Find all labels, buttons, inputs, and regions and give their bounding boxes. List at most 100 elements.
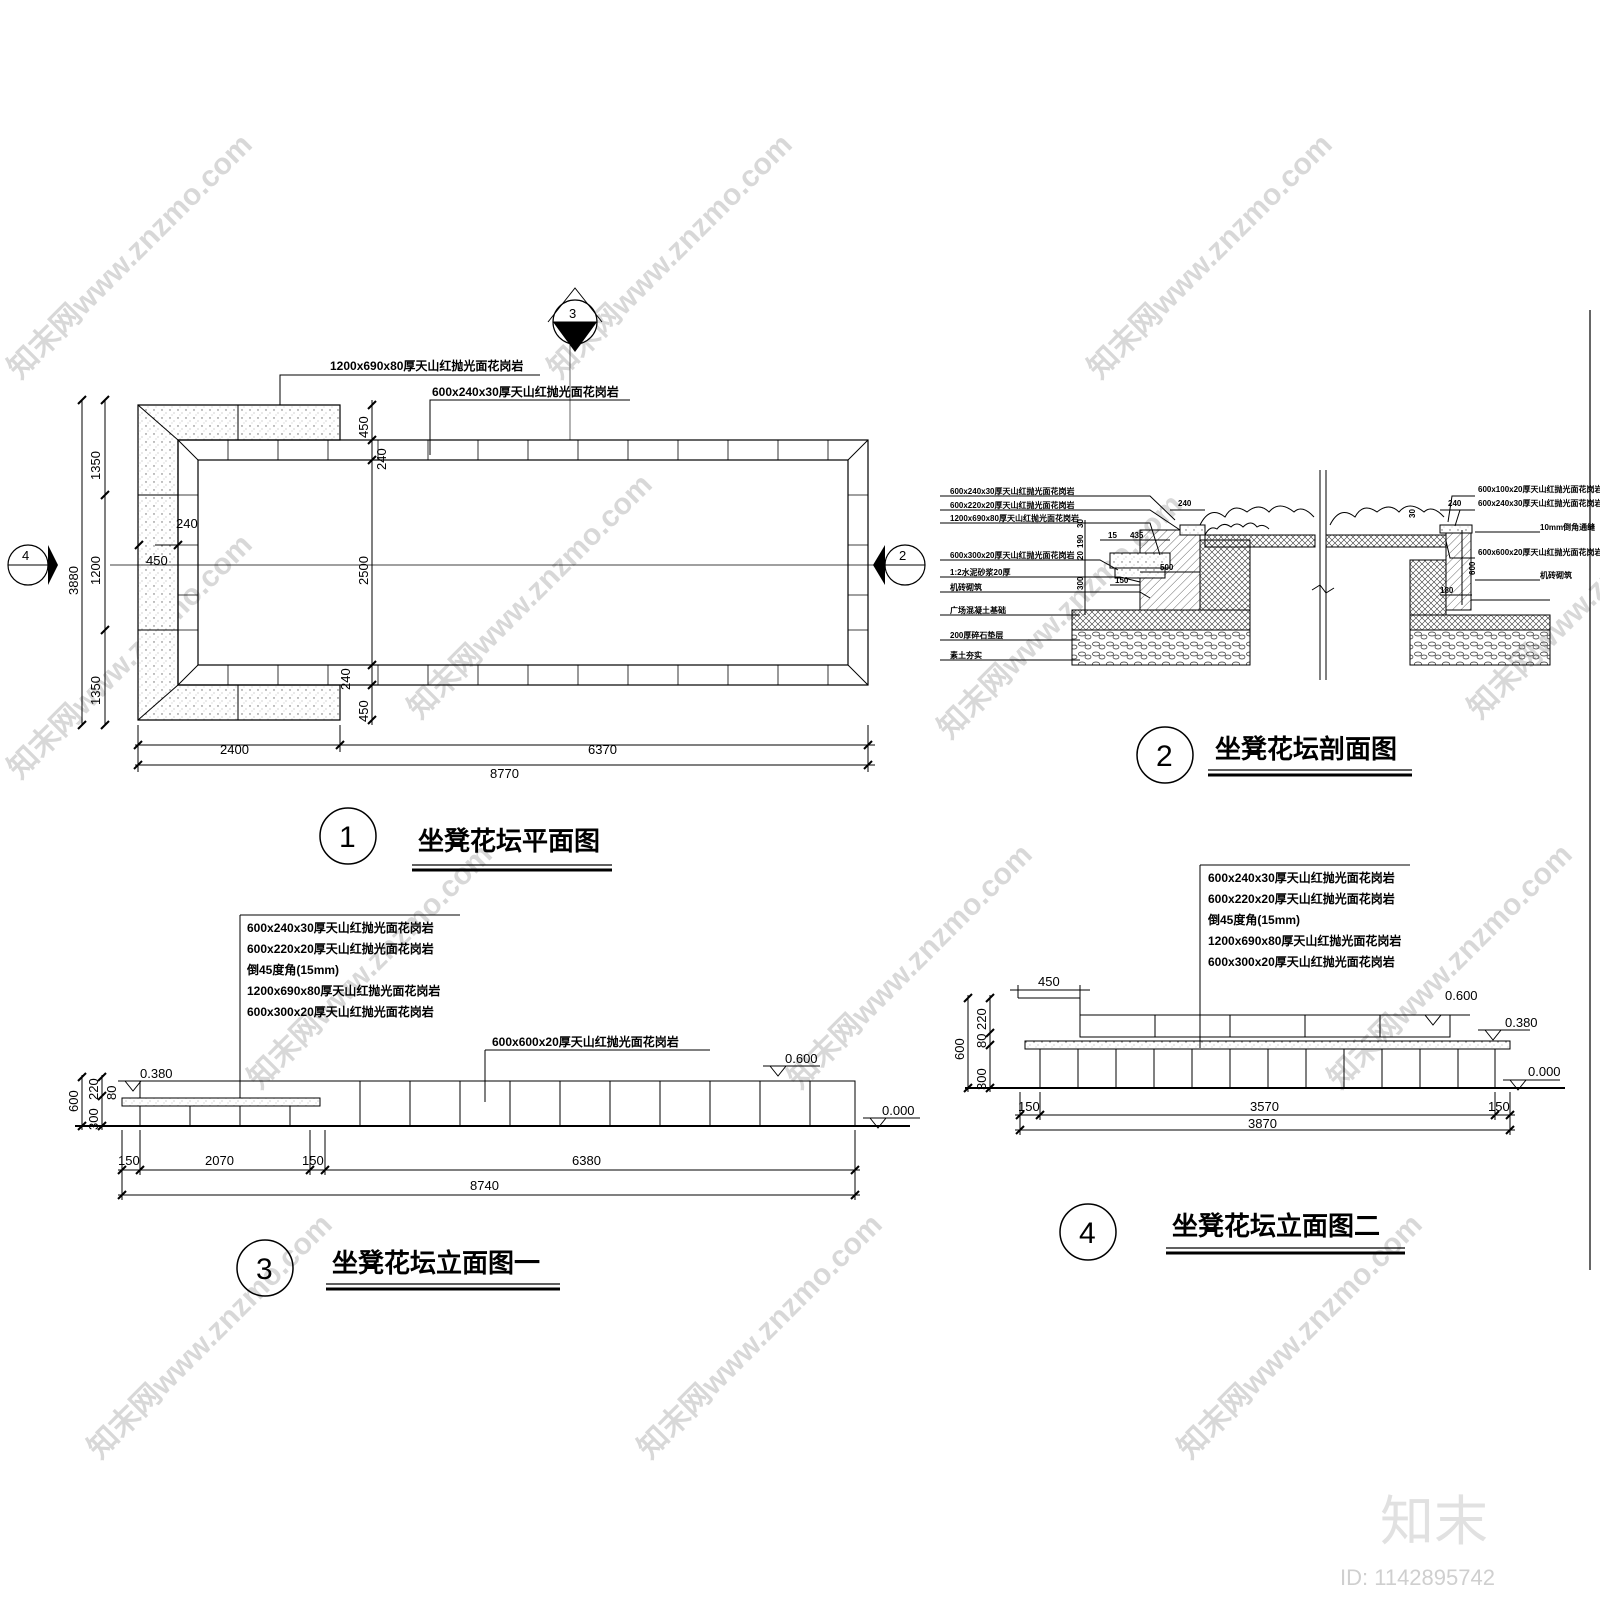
elev1-note-wall: 600x600x20厚天山红抛光面花岗岩	[492, 1034, 679, 1049]
elev1-level-ground: 0.000	[882, 1103, 915, 1118]
plan-dim-bottom-b: 6370	[588, 742, 617, 757]
section-marker-4: 4	[7, 544, 58, 586]
section-note: 600x220x20厚天山红抛光面花岗岩	[950, 500, 1075, 510]
plan-dim-bottom-a: 2400	[220, 742, 249, 757]
elev2-level-seat: 0.380	[1505, 1015, 1538, 1030]
plan-dim-inner-240: 240	[176, 516, 198, 531]
section-notes-left: 600x240x30厚天山红抛光面花岗岩 600x220x20厚天山红抛光面花岗…	[950, 486, 1079, 660]
section-dim: 150	[1115, 576, 1129, 585]
section-dim: 15	[1108, 531, 1117, 540]
section-dim: 600	[1468, 561, 1477, 575]
elevation-2-notes: 600x240x30厚天山红抛光面花岗岩 600x220x20厚天山红抛光面花岗…	[952, 870, 1561, 1131]
plan-title-block: 1 坐凳花坛平面图	[319, 807, 612, 872]
section-dim: 435	[1130, 531, 1144, 540]
elev2-dim-220: 220	[974, 1008, 989, 1030]
elev1-note: 1200x690x80厚天山红抛光面花岗岩	[247, 983, 440, 998]
section-note: 600x240x30厚天山红抛光面花岗岩	[1478, 498, 1600, 508]
plan-dim-bottom-total: 8770	[490, 766, 519, 781]
elev1-dim-150b: 150	[302, 1153, 324, 1168]
plan-dim-inner-450: 450	[146, 553, 168, 568]
elev1-dim-6380: 6380	[572, 1153, 601, 1168]
elev1-dim-2070: 2070	[205, 1153, 234, 1168]
section-note: 1:2水泥砂浆20厚	[950, 567, 1010, 577]
section-dim: 300	[1076, 576, 1085, 590]
watermark-text: 知末网www.znzmo.com	[542, 128, 799, 385]
elevation-1-view	[75, 914, 920, 1200]
section-dim: 500	[1160, 563, 1174, 572]
elev1-note: 倒45度角(15mm)	[246, 962, 339, 977]
elev2-dim-450: 450	[1038, 974, 1060, 989]
section-title-block: 2 坐凳花坛剖面图	[1136, 726, 1412, 784]
elev2-dim-80: 80	[974, 1034, 989, 1048]
elev2-note: 1200x690x80厚天山红抛光面花岗岩	[1208, 933, 1401, 948]
section-dim: 190	[1076, 534, 1085, 548]
plan-dim-left-a: 1350	[88, 451, 103, 480]
plan-dim-center-2500: 2500	[356, 556, 371, 585]
section-marker-3-label: 3	[569, 306, 576, 321]
plan-dim-left-b: 1200	[88, 556, 103, 585]
section-note: 机砖砌筑	[950, 582, 982, 592]
watermark-text: 知末网www.znzmo.com	[782, 838, 1039, 1095]
section-dim: 20	[1076, 551, 1085, 560]
elev2-level-ground: 0.000	[1528, 1064, 1561, 1079]
plan-dim-left-total: 3880	[66, 566, 81, 595]
image-id: ID: 1142895742	[1340, 1565, 1495, 1590]
watermark-text: 知末网www.znzmo.com	[1172, 1208, 1429, 1465]
section-note: 10mm倒角通缝	[1540, 522, 1595, 532]
elev2-level-top: 0.600	[1445, 988, 1478, 1003]
elev1-dim-150a: 150	[118, 1153, 140, 1168]
section-note: 600x100x20厚天山红抛光面花岗岩	[1478, 484, 1600, 494]
section-marker-2-label: 2	[899, 548, 906, 563]
elev1-note: 600x300x20厚天山红抛光面花岗岩	[247, 1004, 434, 1019]
section-dim: 240	[1178, 499, 1192, 508]
elev2-title-number: 4	[1079, 1217, 1096, 1250]
elev1-note: 600x240x30厚天山红抛光面花岗岩	[247, 920, 434, 935]
plan-dim-right-450-bottom: 450	[356, 700, 371, 722]
section-dim: 240	[1448, 499, 1462, 508]
watermark-text: 知末网www.znzmo.com	[402, 468, 659, 725]
elevation-1-title-block: 3 坐凳花坛立面图一	[236, 1239, 560, 1297]
elev2-dim-300: 300	[974, 1068, 989, 1090]
section-view	[940, 470, 1551, 680]
section-note: 机砖砌筑	[1540, 570, 1572, 580]
watermark-text: 知末网www.znzmo.com	[2, 128, 259, 385]
elev2-note: 600x220x20厚天山红抛光面花岗岩	[1208, 891, 1395, 906]
section-note: 600x600x20厚天山红抛光面花岗岩	[1478, 547, 1600, 557]
elev1-title: 坐凳花坛立面图一	[332, 1248, 540, 1278]
section-dim: 180	[1440, 586, 1454, 595]
elev2-dim-3570: 3570	[1250, 1099, 1279, 1114]
plan-title: 坐凳花坛平面图	[418, 826, 600, 856]
section-dims: 240 15 435 30 190 20 300 150 500 240 30 …	[1076, 499, 1477, 595]
section-title-number: 2	[1156, 740, 1173, 773]
watermark-text: 知末网www.znzmo.com	[632, 1208, 889, 1465]
elev2-dim-total: 3870	[1248, 1116, 1277, 1131]
section-notes-right: 600x100x20厚天山红抛光面花岗岩 600x240x30厚天山红抛光面花岗…	[1478, 484, 1600, 580]
elev2-note: 600x240x30厚天山红抛光面花岗岩	[1208, 870, 1395, 885]
elev1-level-seat: 0.380	[140, 1066, 173, 1081]
elev1-dim-300: 300	[86, 1108, 101, 1130]
section-note: 600x300x20厚天山红抛光面花岗岩	[950, 550, 1075, 560]
plan-dim-right-240-bottom: 240	[338, 668, 353, 690]
section-dim: 30	[1408, 509, 1417, 518]
section-dim: 30	[1076, 519, 1085, 528]
elev2-dim-150a: 150	[1018, 1099, 1040, 1114]
plan-dim-right-450-top: 450	[356, 416, 371, 438]
elev1-dim-220: 220	[86, 1078, 101, 1100]
plan-callout-right: 600x240x30厚天山红抛光面花岗岩	[432, 384, 619, 399]
elev1-level-top: 0.600	[785, 1051, 818, 1066]
plan-title-number: 1	[339, 821, 356, 854]
plan-dim-left-c: 1350	[88, 676, 103, 705]
section-marker-2: 2	[873, 544, 926, 586]
section-note: 素土夯实	[950, 650, 982, 660]
plan-dim-right-240-top: 240	[374, 448, 389, 470]
elev1-dim-80: 80	[104, 1086, 119, 1100]
watermark-layer: 知末网www.znzmo.com 知末网www.znzmo.com 知末网www…	[2, 128, 1600, 1590]
elev1-dim-total: 8740	[470, 1178, 499, 1193]
elev2-dim-150b: 150	[1488, 1099, 1510, 1114]
plan-callout-top: 1200x690x80厚天山红抛光面花岗岩	[330, 358, 523, 373]
elev2-dim-600: 600	[952, 1038, 967, 1060]
section-title: 坐凳花坛剖面图	[1215, 734, 1397, 764]
elev1-dim-600: 600	[66, 1090, 81, 1112]
elev2-note: 倒45度角(15mm)	[1207, 912, 1300, 927]
elev1-note: 600x220x20厚天山红抛光面花岗岩	[247, 941, 434, 956]
